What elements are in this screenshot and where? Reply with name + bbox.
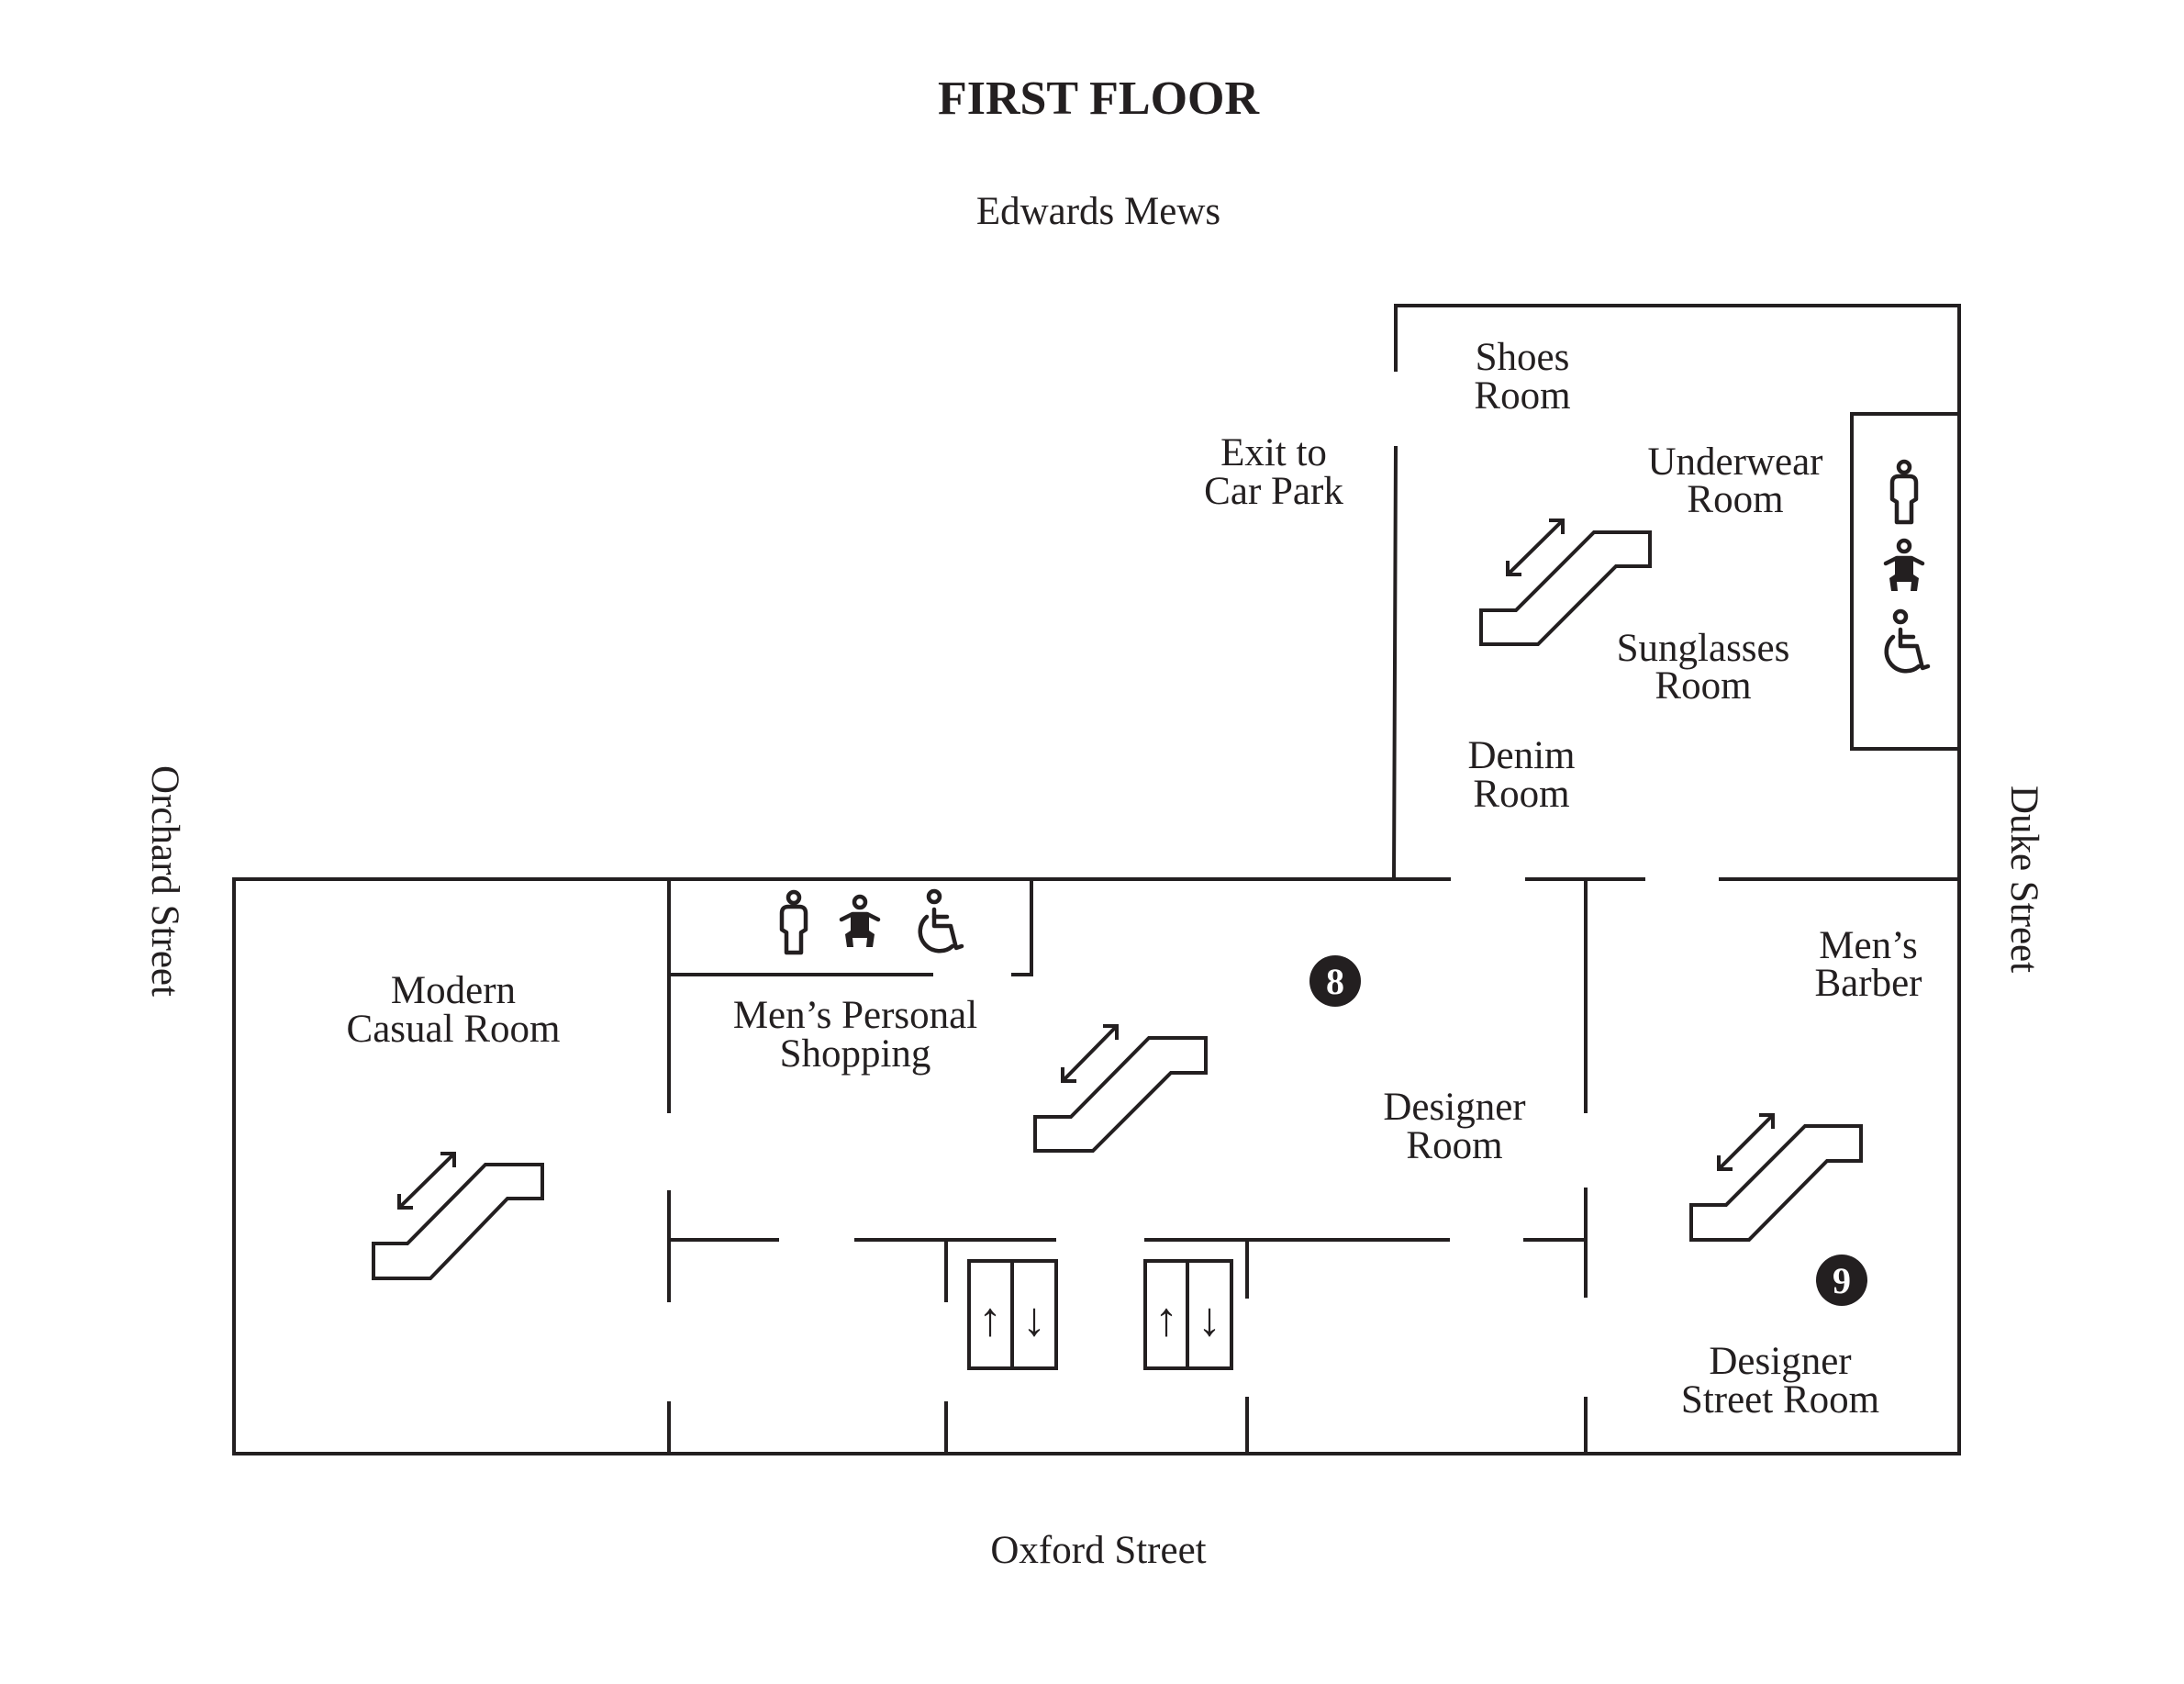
floor-title: FIRST FLOOR [938, 72, 1261, 125]
badge-number: 8 [1326, 961, 1344, 1002]
escalator-icon [1689, 1124, 1863, 1242]
escalator-west [372, 1152, 544, 1280]
room-label-line: Shopping [780, 1032, 931, 1076]
room-label-line: Room [1687, 478, 1783, 521]
street-west-label: Orchard Street [143, 765, 186, 997]
street-east-label: Duke Street [2002, 786, 2045, 973]
room-label-line: Underwear [1647, 441, 1822, 484]
room-label-mens-barber: Men’s Barber [1815, 924, 1922, 1005]
wall-restroom-east [1850, 412, 1961, 751]
room-label-line: Barber [1815, 962, 1922, 1005]
room-label-shoes: Shoes Room [1474, 336, 1570, 418]
room-label-line: Room [1474, 374, 1570, 418]
lift-up-arrow-icon: ↑ [1154, 1294, 1178, 1346]
room-label-underwear: Underwear Room [1647, 441, 1822, 521]
room-label-line: Men’s Personal [733, 994, 977, 1037]
room-label-line: Shoes [1476, 336, 1570, 379]
wall-main-outer [232, 877, 1961, 1455]
lift-down-arrow-icon: ↓ [1022, 1294, 1046, 1346]
room-label-line: Car Park [1204, 470, 1343, 513]
toilet-person-icon [779, 889, 808, 955]
escalator-icon [372, 1163, 544, 1280]
room-label-designer: Designer Room [1383, 1086, 1525, 1167]
wheelchair-accessible-icon [918, 888, 964, 954]
location-badge-9: 9 [1816, 1255, 1867, 1306]
escalator-east [1689, 1113, 1863, 1242]
escalator-direction-arrow-icon [1717, 1113, 1775, 1171]
room-label-mens-personal-shopping: Men’s Personal Shopping [733, 994, 977, 1076]
room-label-line: Exit to [1220, 431, 1327, 474]
escalator-direction-arrow-icon [1506, 519, 1565, 576]
room-label-line: Designer [1383, 1086, 1525, 1129]
room-label-line: Men’s [1819, 924, 1918, 967]
escalator-upper [1479, 519, 1652, 646]
location-badge-8: 8 [1309, 955, 1361, 1007]
lift-down-arrow-icon: ↓ [1198, 1294, 1221, 1346]
escalator-icon [1479, 530, 1652, 646]
lift-up-arrow-icon: ↑ [978, 1294, 1002, 1346]
restroom-facilities-east [1883, 459, 1931, 674]
room-label-line: Casual Room [347, 1008, 561, 1051]
lift-1: ↑ ↓ [967, 1259, 1058, 1370]
street-south-label: Oxford Street [990, 1529, 1206, 1572]
badge-number: 9 [1833, 1260, 1851, 1301]
escalator-central [1033, 1024, 1208, 1153]
room-label-line: Room [1473, 773, 1569, 816]
room-label-line: Room [1406, 1124, 1502, 1167]
wall-restroom-west-right [1011, 877, 1033, 976]
room-label-denim: Denim Room [1467, 734, 1575, 816]
wall-upper-left [1391, 445, 1398, 882]
escalator-direction-arrow-icon [397, 1152, 456, 1210]
restroom-facilities-west [779, 888, 964, 955]
escalator-direction-arrow-icon [1061, 1024, 1119, 1083]
room-label-line: Modern [391, 969, 516, 1012]
room-label-exit-car-park: Exit to Car Park [1204, 431, 1343, 513]
baby-change-icon [1883, 538, 1925, 591]
wheelchair-accessible-icon [1884, 608, 1931, 674]
walls [232, 304, 1961, 1455]
escalator-icon [1033, 1036, 1208, 1153]
room-label-line: Room [1655, 664, 1751, 708]
room-label-line: Sunglasses [1617, 627, 1790, 670]
room-label-designer-street: Designer Street Room [1681, 1340, 1879, 1422]
baby-change-icon [839, 894, 881, 947]
room-label-line: Street Room [1681, 1378, 1879, 1422]
room-label-line: Designer [1709, 1340, 1851, 1383]
room-label-sunglasses: Sunglasses Room [1617, 627, 1790, 708]
room-label-line: Denim [1467, 734, 1575, 777]
toilet-person-icon [1889, 459, 1919, 525]
lift-2: ↑ ↓ [1143, 1259, 1233, 1370]
street-north-label: Edwards Mews [976, 190, 1220, 233]
room-label-modern-casual: Modern Casual Room [347, 969, 561, 1051]
